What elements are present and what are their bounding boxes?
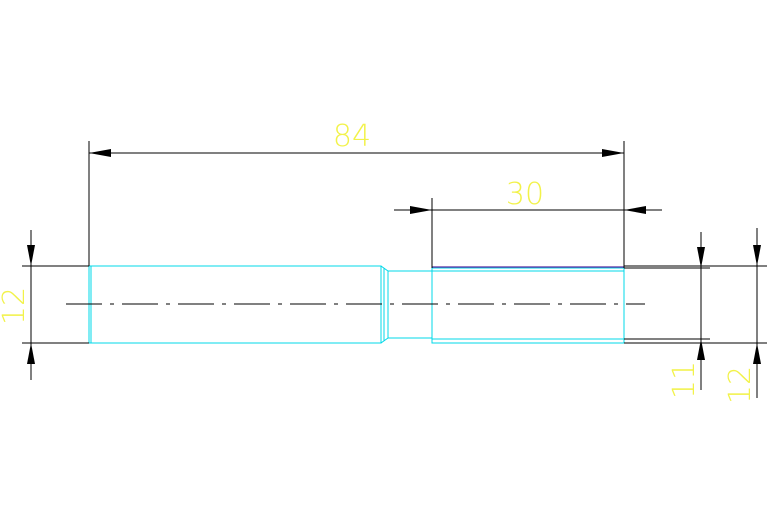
dimension-overall-length: 84 [89,119,624,157]
dim-label-right-12: 12 [723,366,758,404]
dim-label-30: 30 [506,177,544,212]
extension-lines [22,141,767,344]
right-cylinder [431,267,625,344]
dim-label-right-11: 11 [667,361,702,399]
dim-label-84: 84 [333,119,371,154]
shaft-outline [88,265,625,344]
dimension-right-outer-diameter: 12 [723,228,761,404]
dimension-left-diameter: 12 [0,230,35,380]
dimension-thread-length: 30 [394,177,662,214]
dimension-right-inner-diameter: 11 [667,232,705,399]
dim-label-left-12: 12 [0,287,32,325]
